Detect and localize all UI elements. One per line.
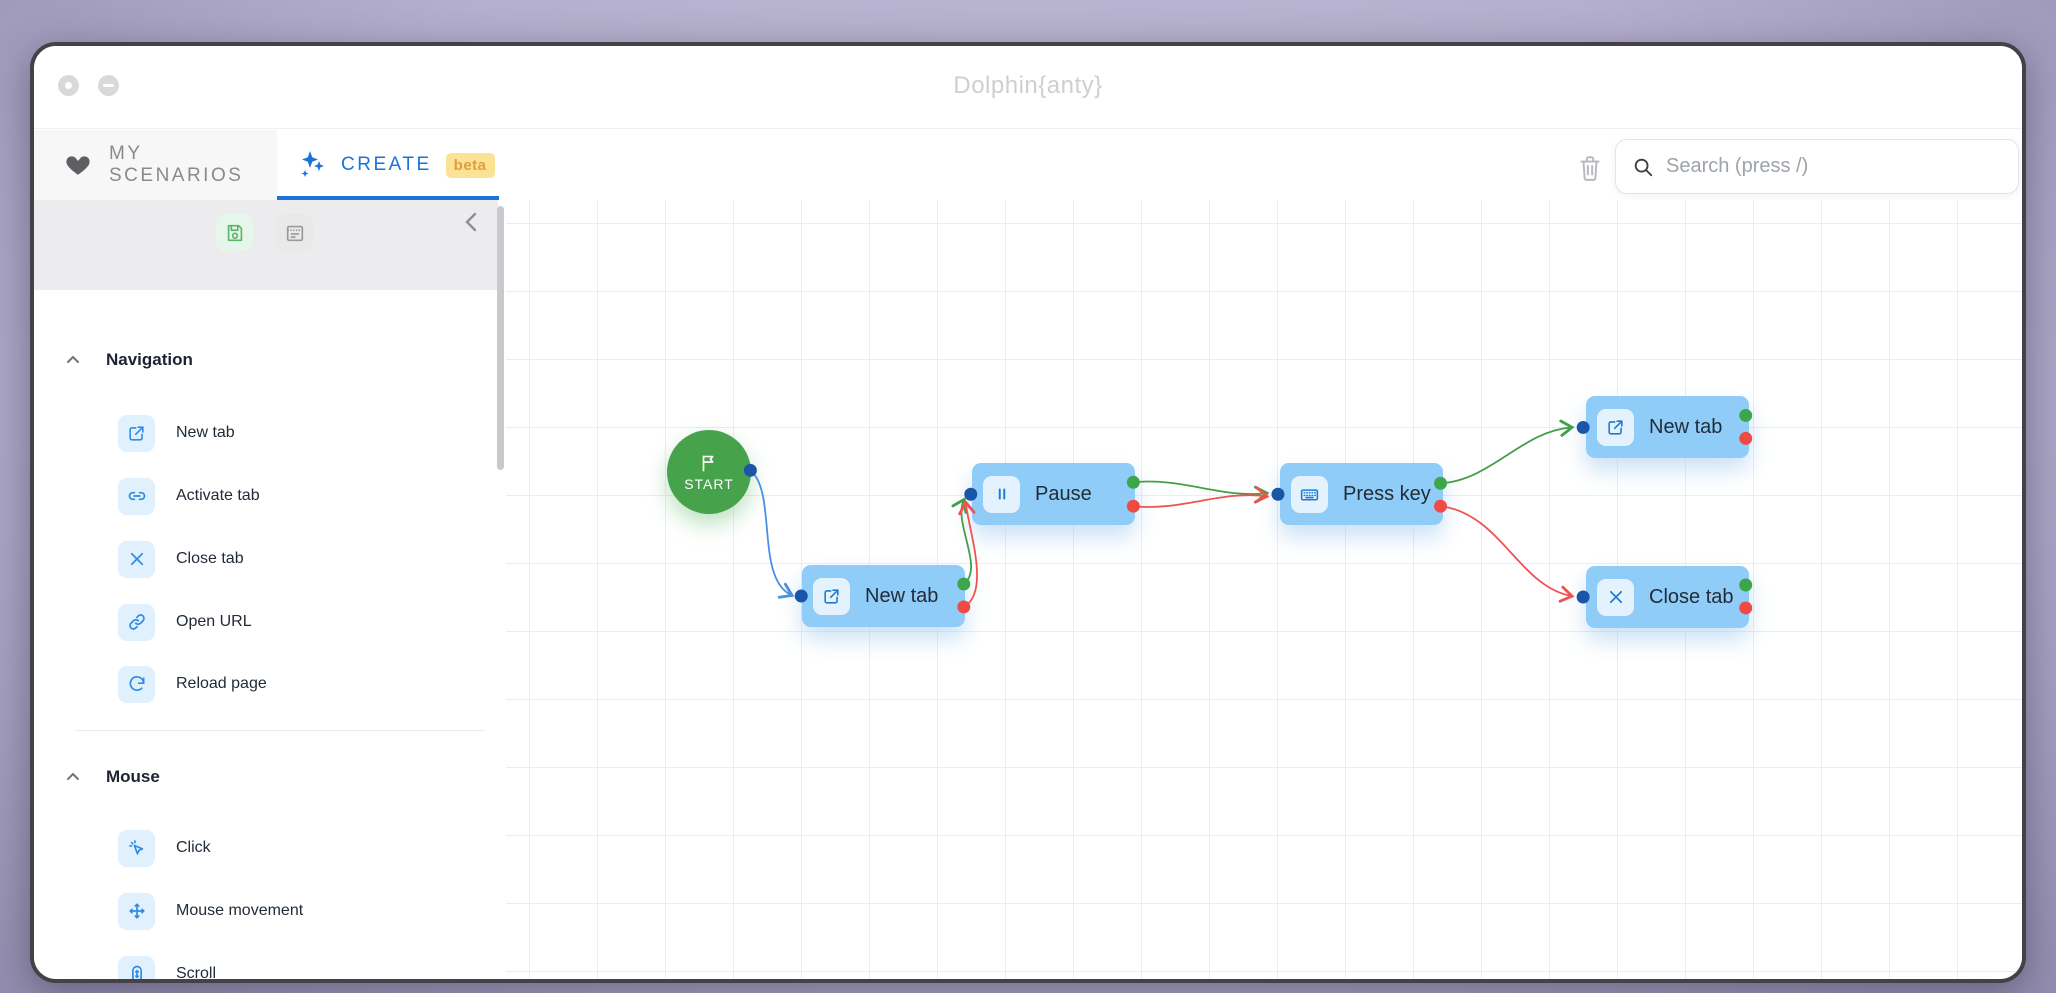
node-close-tab[interactable]: Close tab [1586,566,1749,628]
section-title: Navigation [106,350,193,369]
close-tab-icon [1597,578,1634,616]
sparkles-icon [297,149,327,181]
chevron-left-icon [465,212,477,232]
new-tab-icon [118,414,155,452]
node-label: New tab [865,584,939,607]
sidebar-item-open-url[interactable]: Open URL [34,602,474,642]
node-label: Close tab [1649,585,1734,608]
tab-my-scenarios[interactable]: MY SCENARIOS [34,130,277,200]
node-pause[interactable]: Pause [972,463,1135,525]
back-icon [65,82,72,89]
tab-bar: MY SCENARIOS CREATE beta [34,130,2022,200]
node-new-tab-2[interactable]: New tab [1586,396,1749,458]
save-icon [227,224,242,241]
save-scenario-button[interactable] [216,214,253,251]
start-node-label: START [684,476,734,492]
section-divider [75,730,485,731]
sidebar-item-click[interactable]: Click [34,828,474,868]
section-title: Mouse [106,767,160,786]
sidebar-scrollbar[interactable] [497,206,504,470]
sidebar-item-activate-tab[interactable]: Activate tab [34,476,474,516]
heart-icon [64,152,92,178]
section-navigation-header[interactable]: Navigation [34,345,474,375]
keyboard-icon [1291,475,1328,513]
node-label: Press key [1343,482,1431,505]
sidebar-item-label: New tab [176,424,235,441]
click-icon [118,829,155,867]
new-tab-icon [813,577,850,615]
sidebar-item-scroll[interactable]: Scroll [34,954,474,982]
log-panel-button[interactable] [276,214,313,251]
open-url-icon [118,603,155,641]
sidebar-header [34,200,498,290]
app-title: Dolphin{anty} [953,72,1103,99]
back-button[interactable] [58,75,79,96]
node-press-key[interactable]: Press key [1280,463,1443,525]
active-tab-underline [277,196,499,200]
sidebar-item-label: Open URL [176,613,252,630]
minimize-icon [103,84,114,87]
start-node[interactable]: START [667,430,751,514]
flow-edges [743,408,1753,615]
activate-tab-icon [118,477,155,515]
section-mouse-header[interactable]: Mouse [34,762,474,792]
node-label: Pause [1035,482,1092,505]
close-tab-icon [118,540,155,578]
flow-canvas[interactable]: START New tab Pause Press key [506,200,2022,979]
sidebar-item-new-tab[interactable]: New tab [34,413,474,453]
search-box [1615,139,2019,194]
log-icon [286,225,303,241]
sidebar-item-label: Activate tab [176,487,260,504]
sidebar-item-reload-page[interactable]: Reload page [34,664,474,704]
trash-button[interactable] [1577,154,1603,181]
pause-icon [983,475,1020,513]
edge-start-newtab1 [749,469,795,599]
collapse-sidebar-button[interactable] [460,210,484,234]
node-label: New tab [1649,415,1723,438]
node-new-tab-1[interactable]: New tab [802,565,965,627]
new-tab-icon [1597,408,1634,446]
tab-create[interactable]: CREATE beta [277,130,499,200]
app-window: Dolphin{anty} MY SCENARIOS CREATE beta [30,42,2026,983]
edge-pause-presskey-error [1133,486,1270,508]
search-input[interactable] [1666,155,2002,178]
sidebar-item-label: Reload page [176,675,267,692]
flag-icon [702,455,714,472]
chevron-up-icon [65,769,81,785]
sidebar-item-label: Click [176,839,211,856]
title-bar: Dolphin{anty} [34,46,2022,129]
sidebar-item-close-tab[interactable]: Close tab [34,539,474,579]
mouse-movement-icon [118,892,155,930]
beta-badge: beta [445,152,495,178]
scroll-icon [118,955,155,979]
edge-presskey-closetab-error [1440,505,1575,603]
sidebar-item-mouse-movement[interactable]: Mouse movement [34,891,474,931]
reload-icon [118,665,155,703]
sidebar: Navigation New tab Activate tab Close ta… [34,200,498,979]
edge-pause-presskey-success [1133,480,1270,503]
edge-presskey-newtab2-success [1440,419,1575,485]
tab-create-label: CREATE [341,154,432,175]
search-icon [1632,156,1654,178]
chevron-up-icon [65,352,81,368]
tab-my-scenarios-label: MY SCENARIOS [109,143,244,186]
sidebar-item-label: Close tab [176,550,244,567]
sidebar-item-label: Scroll [176,965,217,982]
minimize-button[interactable] [98,75,119,96]
sidebar-item-label: Mouse movement [176,902,304,919]
